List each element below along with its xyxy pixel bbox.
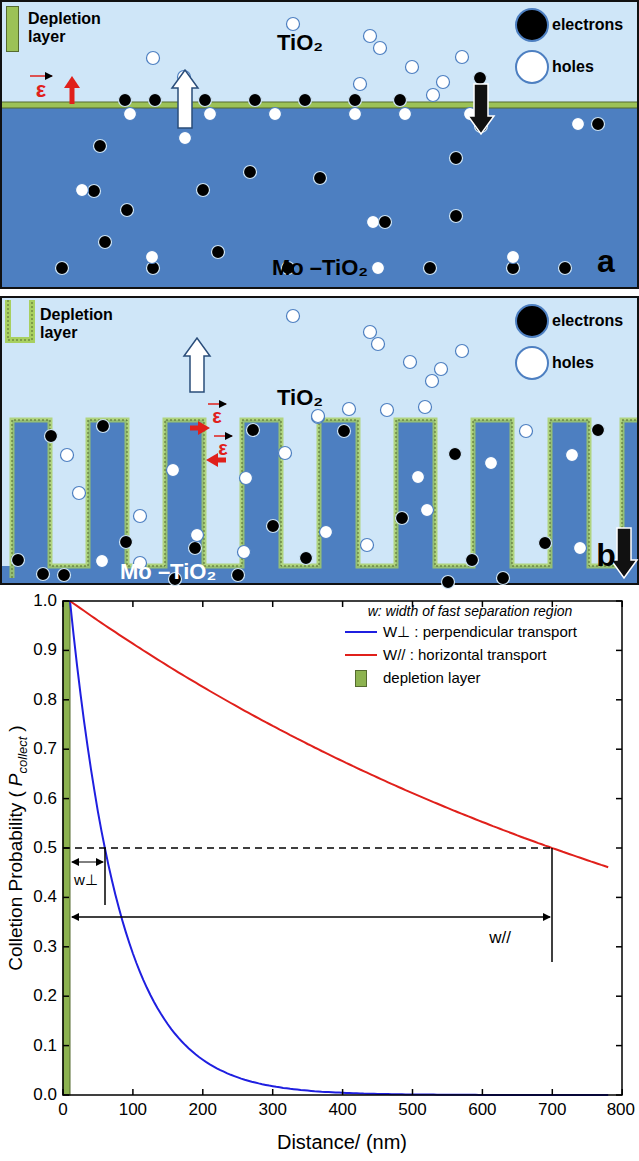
legend-text: electrons	[552, 312, 623, 330]
tick-label: 0	[58, 1101, 67, 1120]
tick-label: 0.8	[33, 690, 57, 709]
material-label: Mo –TiO₂	[120, 560, 216, 584]
material-label: TiO₂	[277, 31, 323, 55]
field-symbol: ε	[218, 437, 228, 459]
tick-label: 0.3	[33, 937, 57, 956]
panel-letter: a	[597, 244, 615, 279]
tick-label: 400	[328, 1101, 356, 1120]
legend-text: holes	[552, 58, 594, 76]
tick-label: 0.0	[33, 1086, 57, 1105]
panel-letter: b	[596, 538, 616, 573]
legend-text: W// : horizontal transport	[383, 647, 546, 664]
tick-label: 100	[119, 1101, 147, 1120]
width-label: w//	[489, 929, 511, 948]
material-label: TiO₂	[277, 386, 323, 410]
tick-label: 0.6	[33, 789, 57, 808]
note: w: width of fast separation region	[368, 604, 573, 619]
tick-label: 800	[607, 1101, 635, 1120]
tick-label: 300	[259, 1101, 287, 1120]
tick-label: 1.0	[33, 592, 57, 611]
legend-text: electrons	[552, 16, 623, 34]
width-label: w⊥	[74, 872, 98, 889]
axis-title-part: P	[5, 773, 26, 786]
legend-text: Depletion layer	[28, 10, 108, 45]
field-symbol: ε	[36, 78, 46, 102]
axis-title: Colletion Probability ( Pcollect)	[6, 725, 30, 970]
tick-label: 200	[189, 1101, 217, 1120]
axis-title-part: )	[5, 725, 26, 731]
tick-label: 0.7	[33, 740, 57, 759]
legend-swatch	[355, 670, 367, 687]
legend-text: holes	[552, 354, 594, 372]
tick-label: 0.4	[33, 888, 57, 907]
axis-title: Distance/ (nm)	[277, 1131, 407, 1153]
legend-text: W⊥ : perpendicular transport	[383, 624, 577, 641]
tick-label: 0.1	[33, 1036, 57, 1055]
axis-title-part: collect	[15, 737, 30, 774]
legend-text: depletion layer	[383, 670, 481, 687]
axis-title-part: Colletion Probability (	[5, 791, 26, 971]
tick-label: 600	[468, 1101, 496, 1120]
tick-label: 0.2	[33, 987, 57, 1006]
tick-label: 700	[538, 1101, 566, 1120]
material-label: Mo –TiO₂	[272, 256, 368, 280]
legend-swatch	[6, 6, 19, 52]
tick-label: 0.5	[33, 839, 57, 858]
field-symbol: ε	[212, 405, 222, 427]
legend-text: Depletion layer	[40, 306, 120, 341]
tick-label: 0.9	[33, 641, 57, 660]
tick-label: 500	[398, 1101, 426, 1120]
